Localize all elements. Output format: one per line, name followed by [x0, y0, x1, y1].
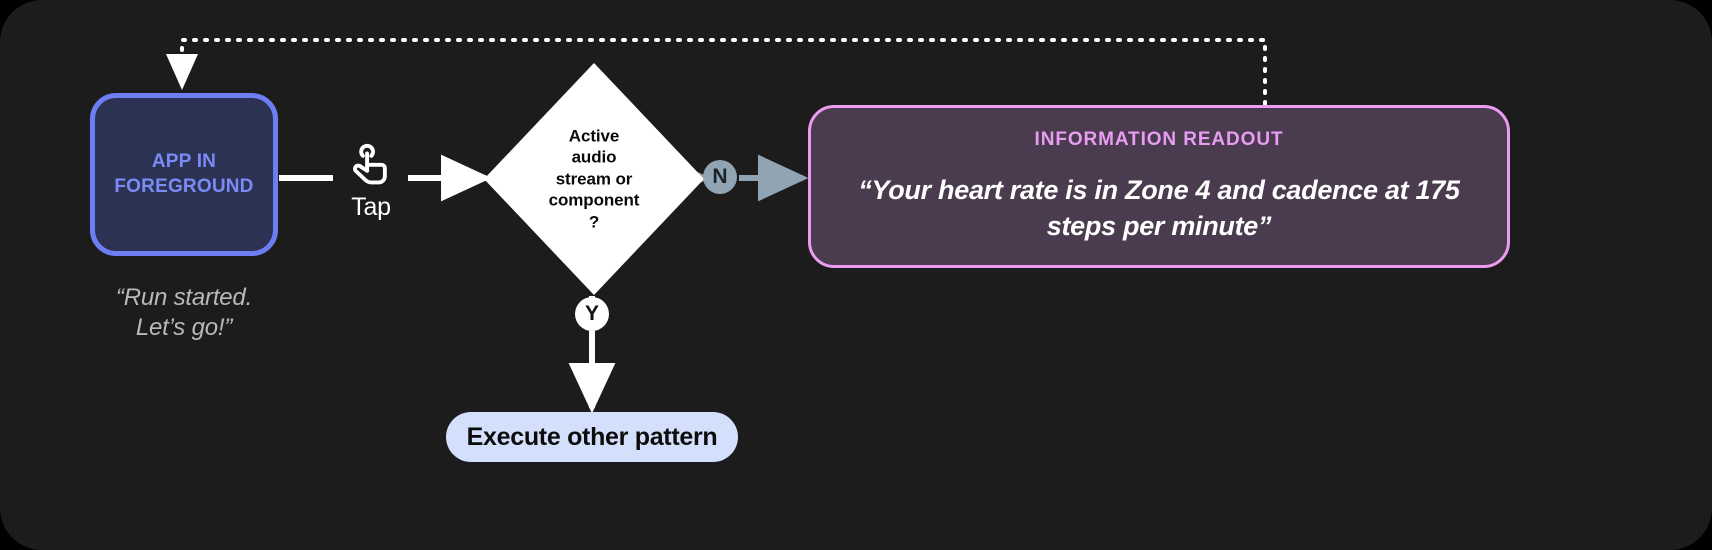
- tap-label: Tap: [351, 193, 391, 221]
- node-app-in-foreground[interactable]: APP IN FOREGROUND: [90, 93, 278, 256]
- branch-badge-no[interactable]: N: [703, 160, 737, 194]
- execute-pill-label: Execute other pattern: [466, 422, 718, 451]
- node-decision-audio-stream[interactable]: Active audio stream or component ?: [484, 63, 704, 295]
- readout-body: “Your heart rate is in Zone 4 and cadenc…: [858, 175, 1460, 241]
- app-node-caption: “Run started. Let’s go!”: [115, 284, 253, 341]
- decision-label: Active audio stream or component ?: [548, 126, 640, 232]
- tap-interaction-group[interactable]: Tap: [330, 143, 412, 222]
- branch-badge-yes[interactable]: Y: [575, 297, 609, 331]
- connector-feedback-loop: [166, 38, 1267, 106]
- tap-gesture-icon: [353, 143, 387, 185]
- readout-title: INFORMATION READOUT: [1034, 129, 1284, 151]
- node-app-label: APP IN FOREGROUND: [114, 151, 254, 197]
- node-execute-other-pattern[interactable]: Execute other pattern: [446, 412, 738, 462]
- node-information-readout[interactable]: INFORMATION READOUT “Your heart rate is …: [808, 105, 1510, 268]
